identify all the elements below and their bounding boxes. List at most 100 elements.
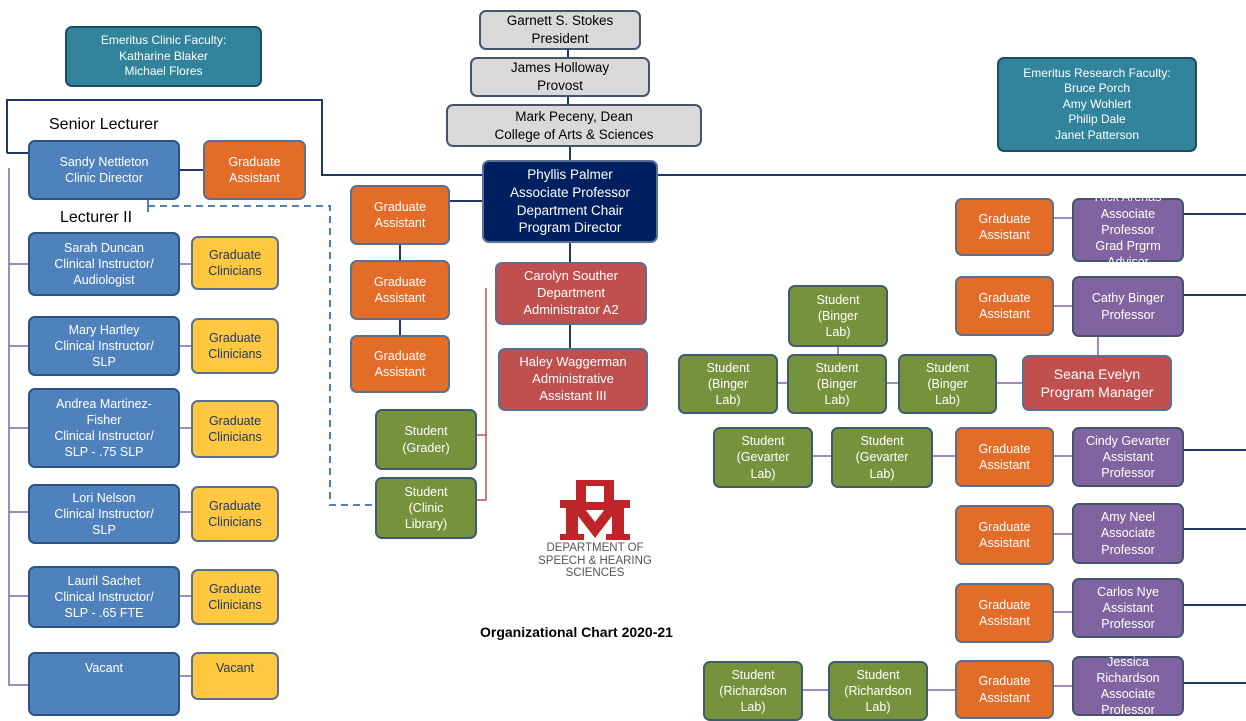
administrator-box: Carolyn Souther Department Administrator… [495, 262, 647, 325]
gevarter-student-box: Student (Gevarter Lab) [831, 427, 933, 488]
program-manager-title: Program Manager [1040, 384, 1154, 400]
student-label: Library) [404, 517, 448, 532]
faculty-title: Associate Professor [1100, 206, 1156, 237]
faculty-title: Associate Professor [1100, 687, 1156, 718]
clinic-director-box: Sandy Nettleton Clinic Director [28, 140, 180, 200]
ga-label-line: Assistant [374, 291, 426, 305]
unm-logo-icon [560, 480, 630, 540]
emeritus-research-member: Bruce Porch [1063, 81, 1131, 96]
faculty-box-gevarter: Cindy Gevarter Assistant Professor [1072, 427, 1184, 487]
admin-title: Department [537, 285, 605, 301]
senior-lecturer-label: Senior Lecturer [49, 116, 159, 133]
provost-title: Provost [537, 78, 583, 93]
faculty-name: Jessica Richardson [1096, 654, 1160, 685]
clinicians-line: Clinicians [208, 430, 262, 444]
clinic-director-title: Clinic Director [65, 171, 143, 185]
student-label: (Grader) [402, 440, 450, 455]
student-label: (Binger [817, 308, 859, 323]
clinicians-box: Graduate Clinicians [191, 486, 279, 542]
student-label: Lab) [824, 393, 850, 408]
dean-name: Mark Peceny, Dean [515, 108, 633, 124]
lecturer-box-nelson: Lori Nelson Clinical Instructor/ SLP [28, 484, 180, 544]
clinicians-line: Graduate [208, 413, 262, 428]
lecturer-name: Andrea Martinez- [56, 396, 152, 411]
faculty-title: Professor [1101, 307, 1155, 322]
vacant-label: Vacant [216, 661, 254, 675]
binger-student-box: Student (Binger Lab) [788, 285, 888, 347]
chair-title-3: Program Director [518, 220, 622, 236]
clinicians-box: Graduate Clinicians [191, 400, 279, 458]
lecturer-name: Sarah Duncan [64, 240, 144, 255]
student-label: Student [925, 360, 970, 375]
vacant-label: Vacant [85, 661, 123, 675]
ga-label-line: Assistant [979, 536, 1030, 550]
emeritus-clinic-member: Katharine Blaker [119, 48, 208, 63]
clinicians-box: Graduate Clinicians [191, 318, 279, 374]
admin-name: Carolyn Souther [524, 268, 618, 284]
faculty-ga-box: Graduate Assistant [955, 198, 1054, 256]
lecturer-name: Lori Nelson [72, 490, 136, 505]
binger-student-box: Student (Binger Lab) [678, 354, 778, 414]
faculty-name: Carlos Nye [1097, 584, 1159, 599]
student-label: Student [404, 424, 448, 439]
ga-label-line: Graduate [228, 154, 281, 169]
ga-label-line: Graduate [978, 290, 1031, 305]
lecturer-role: Audiologist [73, 273, 135, 288]
provost-box: James Holloway Provost [470, 57, 650, 97]
student-label: Lab) [934, 393, 961, 408]
emeritus-research-member: Janet Patterson [1054, 127, 1140, 142]
ga-label-line: Assistant [979, 690, 1030, 705]
clinicians-line: Clinicians [208, 598, 262, 612]
lecturer-box-duncan: Sarah Duncan Clinical Instructor/ Audiol… [28, 232, 180, 296]
ga-label-line: Graduate [978, 211, 1031, 226]
ga-label-line: Graduate [978, 441, 1031, 456]
lecturer-ii-label: Lecturer II [60, 209, 133, 226]
student-label: (Richardson [844, 683, 912, 698]
faculty-name: Cindy Gevarter [1085, 433, 1171, 448]
ga-label-line: Graduate [978, 597, 1031, 612]
ga-label-line: Assistant [979, 228, 1030, 242]
chair-box: Phyllis Palmer Associate Professor Depar… [482, 160, 658, 243]
student-label: Student [731, 667, 775, 682]
student-label: Student [856, 667, 900, 682]
faculty-title: Assistant Professor [1101, 449, 1155, 481]
faculty-box-neel: Amy Neel Associate Professor [1072, 503, 1184, 564]
student-label: Student [860, 434, 904, 449]
dean-box: Mark Peceny, Dean College of Arts & Scie… [446, 104, 702, 147]
student-label: Student [706, 360, 750, 375]
faculty-box-richardson: Jessica Richardson Associate Professor [1072, 654, 1184, 718]
binger-student-box: Student (Binger Lab) [787, 354, 887, 414]
lecturer-title: Clinical Instructor/ [54, 338, 154, 353]
lecturer-role: SLP [92, 355, 116, 370]
student-label: Lab) [825, 325, 851, 340]
admin-title: Administrative [532, 371, 614, 387]
ga-label-line: Assistant [979, 307, 1030, 321]
department-line-1: DEPARTMENT OF [546, 542, 644, 554]
emeritus-research-member: Philip Dale [1068, 112, 1126, 127]
student-grader-box: Student (Grader) [375, 409, 477, 470]
clinicians-line: Clinicians [208, 515, 262, 529]
clinicians-line: Graduate [208, 330, 262, 345]
emeritus-research-member: Amy Wohlert [1062, 96, 1132, 111]
emeritus-clinic-box: Emeritus Clinic Faculty: Katharine Blake… [65, 26, 262, 87]
lecturer-title: Clinical Instructor/ [54, 429, 154, 443]
ga-label-line: Graduate [373, 348, 427, 363]
lecturer-name: Fisher [86, 412, 122, 427]
student-label: (Binger [816, 376, 858, 391]
lecturer-title: Clinical Instructor/ [54, 506, 154, 521]
richardson-student-box: Student (Richardson Lab) [828, 661, 928, 721]
ga-label-line: Graduate [373, 274, 427, 289]
lecturer-box-hartley: Mary Hartley Clinical Instructor/ SLP [28, 316, 180, 376]
student-label: Lab) [715, 393, 741, 408]
student-label: (Gevarter [855, 450, 909, 465]
lecturer-box-sachet: Lauril Sachet Clinical Instructor/ SLP -… [28, 566, 180, 628]
clinicians-box: Graduate Clinicians [191, 236, 279, 290]
student-label: (Richardson [719, 683, 787, 698]
student-label: Student [816, 292, 860, 307]
student-label: (Gevarter [736, 450, 790, 465]
student-label: Student [815, 360, 859, 375]
ga-label-line: Graduate [978, 674, 1031, 689]
faculty-ga-box: Graduate Assistant [955, 660, 1054, 719]
program-manager-box: Seana Evelyn Program Manager [1022, 355, 1172, 411]
